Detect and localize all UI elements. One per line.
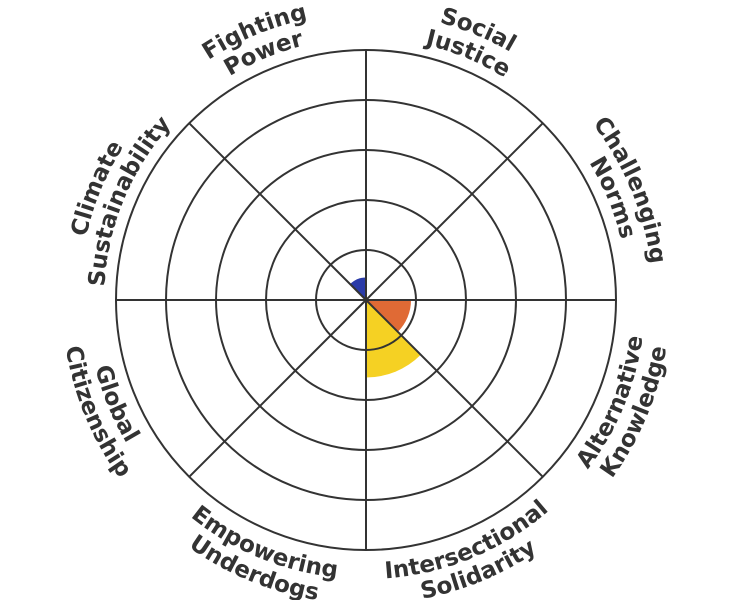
sector-alternative-knowledge xyxy=(366,300,411,332)
grid-spoke-8 xyxy=(188,122,367,301)
grid-spoke-4 xyxy=(365,299,544,478)
sector-intersectional-solidarity xyxy=(366,300,421,378)
grid-spoke-2 xyxy=(365,122,544,301)
data-sectors xyxy=(350,277,421,378)
grid-spoke-6 xyxy=(188,299,367,478)
sector-fighting-power xyxy=(350,277,366,300)
grid xyxy=(115,49,617,551)
